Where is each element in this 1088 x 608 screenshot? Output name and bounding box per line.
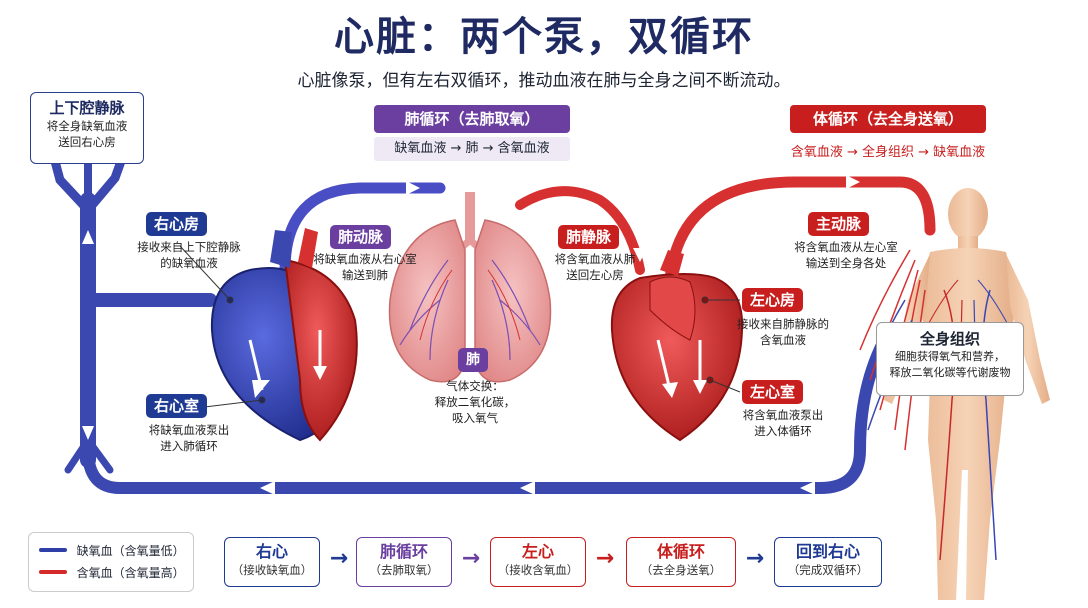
body-tissue-label: 全身组织 (877, 328, 1023, 349)
flow-step-title: 回到右心 (775, 542, 881, 562)
right-ventricle-desc: 将缺氧血液泵出 进入肺循环 (124, 422, 254, 454)
pulmonary-vein-desc: 将含氧血液从肺 送回左心房 (530, 251, 660, 283)
legend-item-deoxygenated: 缺氧血（含氧量低） (39, 539, 183, 561)
flow-step-sub: （去全身送氧） (627, 562, 735, 578)
flow-step-title: 左心 (491, 542, 585, 562)
pulmonary-artery-desc: 将缺氧血液从右心室 输送到肺 (300, 251, 430, 283)
legend-swatch-blue (39, 548, 67, 552)
vena-cava-box: 上下腔静脉 将全身缺氧血液 送回右心房 (30, 92, 144, 164)
aorta-desc-2: 输送到全身各处 (776, 255, 916, 271)
flow-arrow-icon: → (590, 546, 620, 571)
left-ventricle-desc-1: 将含氧血液泵出 (718, 407, 848, 423)
flow-step-sub: （接收缺氧血） (225, 562, 319, 578)
lungs-desc-3: 吸入氧气 (420, 410, 530, 426)
aorta-desc: 将含氧血液从左心室 输送到全身各处 (776, 239, 916, 271)
right-atrium-desc-2: 的缺氧血液 (124, 255, 254, 271)
vena-cava-desc-2: 送回右心房 (31, 134, 143, 150)
pulmonary-vein-desc-2: 送回左心房 (530, 267, 660, 283)
flow-arrow-icon: → (456, 546, 486, 571)
pulmonary-artery-label: 肺动脉 (330, 225, 391, 249)
aorta-label: 主动脉 (808, 212, 869, 236)
left-atrium-label: 左心房 (742, 288, 803, 312)
pulmonary-vein-label: 肺静脉 (558, 225, 619, 249)
lungs-desc: 气体交换： 释放二氧化碳， 吸入氧气 (420, 378, 530, 426)
flow-arrow-icon: → (324, 546, 354, 571)
left-atrium-desc-2: 含氧血液 (718, 332, 848, 348)
flow-arrow-icon: → (740, 546, 770, 571)
flow-step-systemic: 体循环 （去全身送氧） (626, 537, 736, 587)
right-ventricle-desc-2: 进入肺循环 (124, 438, 254, 454)
left-ventricle-label: 左心室 (742, 380, 803, 404)
right-ventricle-desc-1: 将缺氧血液泵出 (124, 422, 254, 438)
flow-step-right-heart: 右心 （接收缺氧血） (224, 537, 320, 587)
legend-item-oxygenated: 含氧血（含氧量高） (39, 561, 183, 583)
legend-swatch-red (39, 570, 67, 574)
pulmonary-artery-desc-1: 将缺氧血液从右心室 (300, 251, 430, 267)
pulmonary-artery-desc-2: 输送到肺 (300, 267, 430, 283)
pulmonary-vein-desc-1: 将含氧血液从肺 (530, 251, 660, 267)
body-tissue-desc-1: 细胞获得氧气和营养， (877, 349, 1023, 365)
flow-step-pulmonary: 肺循环 （去肺取氧） (356, 537, 452, 587)
pulmonary-circulation-label: 肺循环（去肺取氧） (374, 105, 570, 133)
legend-label-deoxygenated: 缺氧血（含氧量低） (77, 542, 183, 559)
right-atrium-label: 右心房 (146, 212, 207, 236)
page-title: 心脏：两个泵，双循环 (0, 4, 1088, 62)
lungs-desc-2: 释放二氧化碳， (420, 394, 530, 410)
legend: 缺氧血（含氧量低） 含氧血（含氧量高） (28, 532, 194, 592)
systemic-circulation-path: 含氧血液 → 全身组织 → 缺氧血液 (770, 141, 1006, 160)
vena-cava-label: 上下腔静脉 (31, 97, 143, 118)
vena-cava-desc-1: 将全身缺氧血液 (31, 118, 143, 134)
flow-step-sub: （完成双循环） (775, 562, 881, 578)
flow-step-title: 肺循环 (357, 542, 451, 562)
aorta-desc-1: 将含氧血液从左心室 (776, 239, 916, 255)
left-atrium-desc-1: 接收来自肺静脉的 (718, 316, 848, 332)
body-tissue-box: 全身组织 细胞获得氧气和营养， 释放二氧化碳等代谢废物 (876, 322, 1024, 396)
flow-step-sub: （接收含氧血） (491, 562, 585, 578)
lungs-desc-1: 气体交换： (420, 378, 530, 394)
flow-step-return: 回到右心 （完成双循环） (774, 537, 882, 587)
systemic-circulation-label: 体循环（去全身送氧） (790, 105, 986, 133)
lungs-label: 肺 (458, 348, 488, 372)
left-atrium-desc: 接收来自肺静脉的 含氧血液 (718, 316, 848, 348)
flow-step-left-heart: 左心 （接收含氧血） (490, 537, 586, 587)
page-subtitle: 心脏像泵，但有左右双循环，推动血液在肺与全身之间不断流动。 (0, 66, 1088, 91)
right-atrium-desc-1: 接收来自上下腔静脉 (124, 239, 254, 255)
left-ventricle-desc-2: 进入体循环 (718, 423, 848, 439)
body-tissue-desc-2: 释放二氧化碳等代谢废物 (877, 365, 1023, 381)
right-atrium-desc: 接收来自上下腔静脉 的缺氧血液 (124, 239, 254, 271)
right-ventricle-label: 右心室 (146, 394, 207, 418)
legend-label-oxygenated: 含氧血（含氧量高） (77, 564, 183, 581)
flow-step-title: 体循环 (627, 542, 735, 562)
flow-step-title: 右心 (225, 542, 319, 562)
flow-step-sub: （去肺取氧） (357, 562, 451, 578)
left-ventricle-desc: 将含氧血液泵出 进入体循环 (718, 407, 848, 439)
pulmonary-circulation-path: 缺氧血液 → 肺 → 含氧血液 (374, 137, 570, 161)
